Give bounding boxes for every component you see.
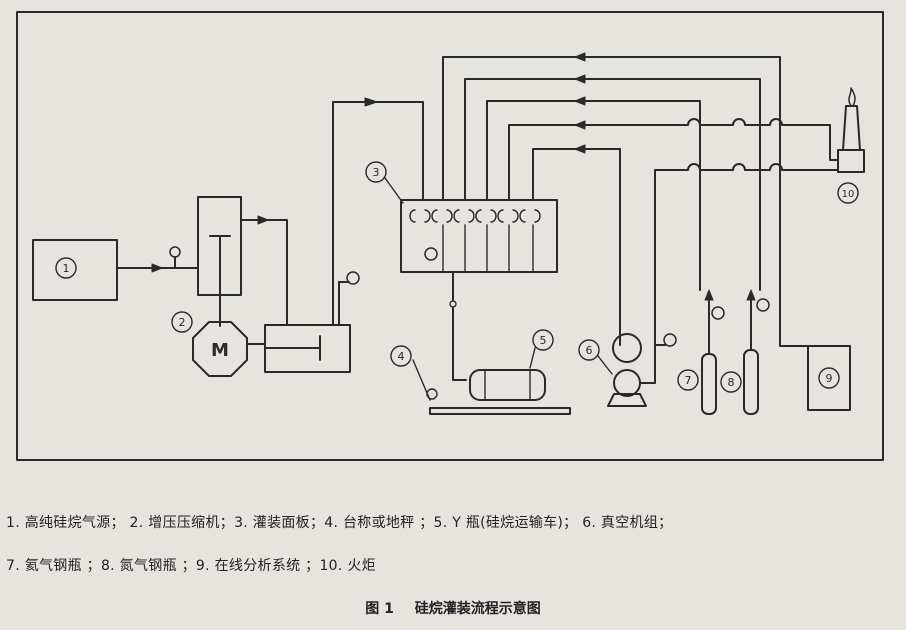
- flow-arrow: [364, 97, 378, 107]
- callout-circle-9: [818, 367, 840, 389]
- vacuum-pump-body: [613, 369, 641, 397]
- callout-label-3: 3: [373, 166, 380, 179]
- line-vacuum: [654, 163, 839, 291]
- flame-icon: [848, 87, 856, 107]
- callout-label-4: 4: [398, 350, 405, 363]
- pressure-gauge-icon: [756, 298, 770, 312]
- callout-circle-3: [365, 161, 387, 183]
- pressure-gauge-icon: [711, 306, 725, 320]
- pressure-gauge-icon: [346, 271, 360, 285]
- riser-3: [486, 100, 588, 201]
- scale-gauge: [426, 388, 438, 400]
- y-cylinder-bands: [484, 369, 531, 401]
- line-to-right-3: [586, 100, 701, 291]
- compressor-piston: [209, 235, 231, 296]
- motor-icon: [192, 321, 248, 377]
- line-to-right-2: [586, 78, 761, 291]
- buffer-tank-piston: [264, 335, 321, 361]
- flow-arrow: [257, 215, 269, 225]
- pressure-gauge-icon: [663, 333, 677, 347]
- diagram-frame: [16, 11, 884, 461]
- flow-arrow: [704, 289, 714, 301]
- silane-source-box: [32, 239, 118, 301]
- flow-arrow: [151, 263, 163, 273]
- callout-circle-6: [578, 339, 600, 361]
- riser-5: [532, 148, 588, 201]
- vacuum-pump-outlet: [639, 289, 656, 384]
- line-to-right-1: [584, 56, 809, 347]
- panel-internal-lines: [442, 224, 534, 273]
- filling-panel: [400, 199, 558, 273]
- legend-line-1: 1. 高纯硅烷气源； 2. 增压压缩机；3. 灌装面板；4. 台称或地秤 ；5.…: [6, 515, 673, 531]
- callout-label-6: 6: [586, 344, 593, 357]
- motor-label: M: [211, 340, 229, 361]
- callout-circle-8: [720, 371, 742, 393]
- panel-outlet: [452, 271, 467, 381]
- helium-cylinder: [701, 353, 717, 415]
- riser-2: [464, 78, 588, 201]
- vacuum-pump-top: [612, 333, 642, 363]
- callout-leader: [384, 177, 404, 204]
- callout-circle-2: [171, 311, 193, 333]
- figure-title: 硅烷灌装流程示意图: [414, 601, 541, 617]
- callout-label-8: 8: [728, 376, 735, 389]
- figure-number: 图 1: [365, 601, 394, 617]
- callout-label-10: 10: [842, 189, 855, 200]
- line-to-right-4: [586, 118, 839, 161]
- flow-arrow: [746, 289, 756, 301]
- callout-label-9: 9: [826, 372, 833, 385]
- callout-circle-4: [390, 345, 412, 367]
- pressure-gauge-icon: [169, 246, 181, 258]
- panel-valves: [409, 209, 541, 223]
- callout-circle-10: [837, 182, 859, 204]
- flare-stack: [842, 105, 861, 151]
- online-analysis-box: [807, 345, 851, 411]
- riser-4: [508, 124, 588, 201]
- callout-label-2: 2: [179, 316, 186, 329]
- callout-label-1: 1: [63, 262, 70, 275]
- outlet-valve: [449, 300, 457, 308]
- vacuum-pump-base: [607, 393, 647, 407]
- pipe-tank-to-panel: [332, 101, 424, 326]
- figure-caption: 图 1 硅烷灌装流程示意图: [0, 598, 906, 618]
- callout-leader: [597, 355, 613, 375]
- y-cylinder: [469, 369, 546, 401]
- callout-leader: [529, 347, 536, 369]
- pressure-gauge-icon: [424, 247, 438, 261]
- process-flow-diagram: 1 2 3 4 5 6 7 8 9 10 M: [16, 11, 884, 461]
- nitrogen-cylinder: [743, 349, 759, 415]
- callout-circle-7: [677, 369, 699, 391]
- callout-label-5: 5: [540, 334, 547, 347]
- scale-platform: [429, 407, 571, 415]
- flare-box: [837, 149, 865, 173]
- callout-label-7: 7: [685, 374, 692, 387]
- manifold-arrows: [574, 52, 586, 154]
- pipe-compressor-to-tank: [240, 219, 288, 326]
- legend-line-2: 7. 氦气钢瓶 ；8. 氮气钢瓶 ；9. 在线分析系统 ；10. 火炬: [6, 558, 376, 574]
- callout-circle-5: [532, 329, 554, 351]
- riser-1: [442, 56, 586, 201]
- callout-circle-1: [55, 257, 77, 279]
